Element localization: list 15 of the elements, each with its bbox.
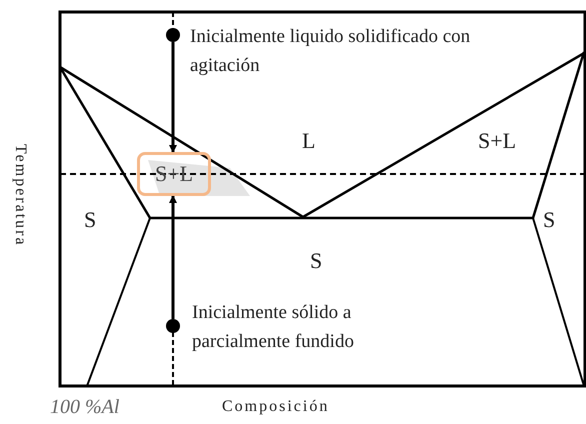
- axis-label: 100 %Al: [50, 396, 120, 419]
- phase-label: S: [310, 248, 322, 274]
- phase-label: S+L: [478, 128, 516, 154]
- arrow: [169, 42, 177, 153]
- axis-label: Temperatura: [11, 144, 29, 246]
- annotation-text: Inicialmente sólido a parcialmente fundido: [192, 301, 355, 354]
- highlighted-phase-label: S+L: [137, 152, 211, 196]
- axis-label: Composición: [222, 398, 330, 416]
- phase-label: L: [302, 128, 316, 154]
- point-marker: [166, 319, 180, 333]
- phase-label: S: [84, 207, 96, 233]
- arrow: [169, 195, 177, 319]
- phase-label: S: [543, 207, 556, 233]
- annotation-text: Inicialmente liquido solidificado con agitación: [190, 25, 472, 78]
- point-marker: [166, 28, 180, 42]
